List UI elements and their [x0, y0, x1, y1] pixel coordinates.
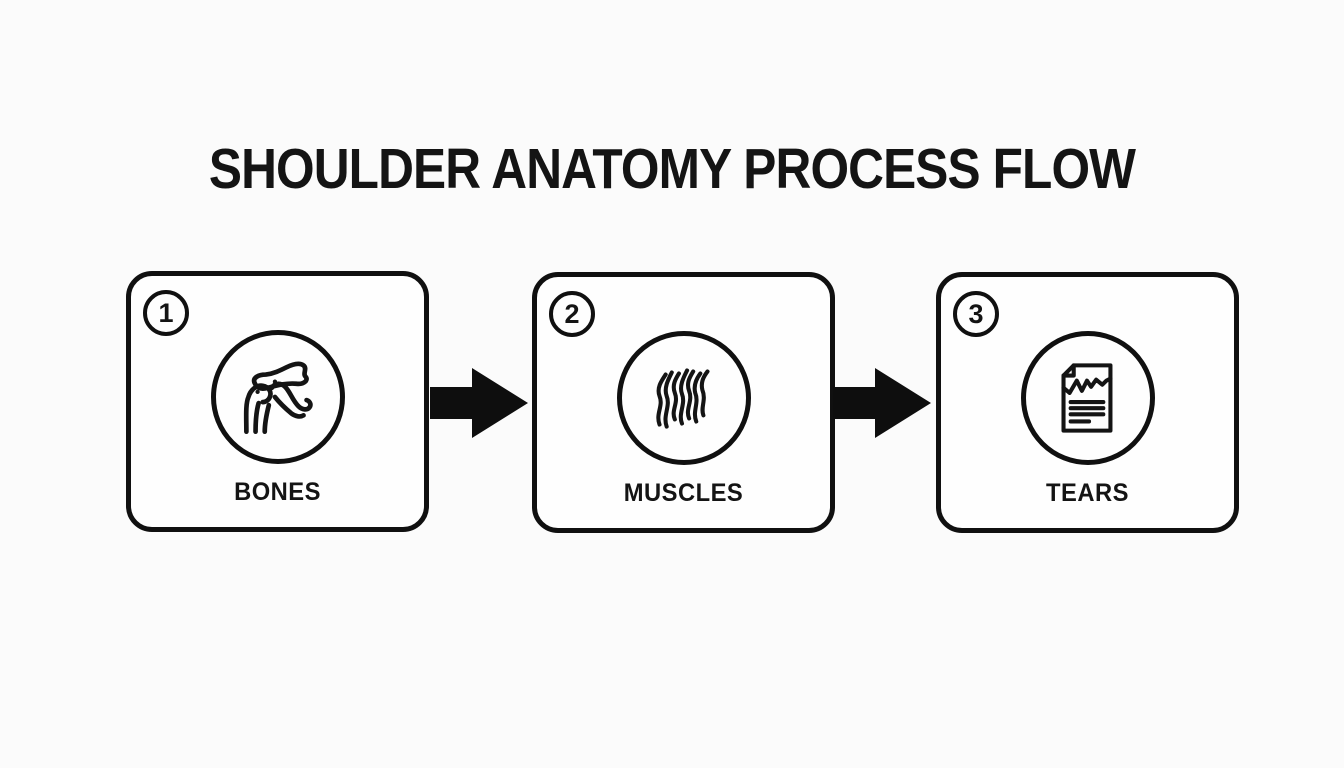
arrow-right-icon: [430, 368, 528, 438]
step-number-badge: 2: [549, 291, 595, 337]
step-label: BONES: [234, 478, 321, 506]
diagram-title: SHOULDER ANATOMY PROCESS FLOW: [208, 137, 1136, 201]
muscle-fibers-icon: [655, 368, 709, 429]
step-box-tears: 3 TEARS: [936, 272, 1239, 533]
shoulder-joint-bones-icon: [243, 361, 313, 435]
step-number-badge: 1: [143, 290, 189, 336]
icon-circle: [1020, 331, 1155, 465]
icon-circle: [616, 331, 751, 465]
step-label: MUSCLES: [623, 479, 744, 507]
torn-document-icon: [1060, 363, 1112, 433]
step-label: TEARS: [1046, 479, 1129, 507]
step-box-muscles: 2 MUSCLES: [532, 272, 835, 533]
step-number-badge: 3: [953, 291, 999, 337]
arrow-right-icon: [833, 368, 931, 438]
icon-circle: [210, 330, 345, 464]
step-box-bones: 1 BONES: [126, 271, 429, 532]
